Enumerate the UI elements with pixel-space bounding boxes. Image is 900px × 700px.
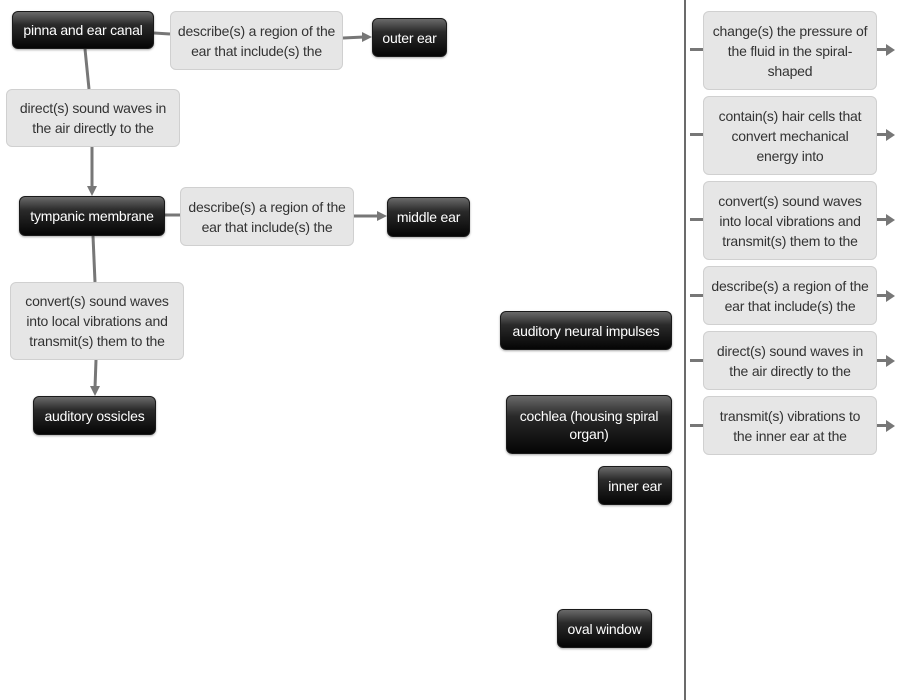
arrow-right-icon xyxy=(886,420,895,432)
link-bank-item-contain-hair-cells[interactable]: contain(s) hair cells that convert mecha… xyxy=(703,96,877,175)
link-stub-right xyxy=(877,218,887,221)
arrowhead xyxy=(87,186,97,196)
link-phrase-node[interactable]: describe(s) a region of the ear that inc… xyxy=(170,11,343,70)
term-bank-oval-window[interactable]: oval window xyxy=(557,609,652,648)
link-stub-right xyxy=(877,133,887,136)
link-stub-right xyxy=(877,359,887,362)
link-stub-left xyxy=(690,359,703,362)
link-bank-item-direct-sound-waves[interactable]: direct(s) sound waves in the air directl… xyxy=(703,331,877,390)
concept-node-middle-ear[interactable]: middle ear xyxy=(387,197,470,237)
panel-divider xyxy=(684,0,686,700)
connector-line xyxy=(153,31,171,36)
link-stub-right xyxy=(877,424,887,427)
link-phrase-node[interactable]: describe(s) a region of the ear that inc… xyxy=(180,187,354,246)
link-stub-left xyxy=(690,48,703,51)
link-stub-left xyxy=(690,424,703,427)
arrow-right-icon xyxy=(886,44,895,56)
link-bank-item-convert-sound-waves[interactable]: convert(s) sound waves into local vibrat… xyxy=(703,181,877,260)
connector-line xyxy=(83,48,91,90)
arrowhead xyxy=(362,32,372,42)
link-phrase-node[interactable]: direct(s) sound waves in the air directl… xyxy=(6,89,180,147)
link-stub-left xyxy=(690,133,703,136)
link-stub-left xyxy=(690,218,703,221)
link-bank-item-transmit-vibrations[interactable]: transmit(s) vibrations to the inner ear … xyxy=(703,396,877,455)
concept-node-auditory-ossicles[interactable]: auditory ossicles xyxy=(33,396,156,435)
term-bank-auditory-neural-impulses[interactable]: auditory neural impulses xyxy=(500,311,672,350)
term-bank-cochlea[interactable]: cochlea (housing spiral organ) xyxy=(506,395,672,454)
link-bank-item-describe-region[interactable]: describe(s) a region of the ear that inc… xyxy=(703,266,877,325)
concept-node-pinna-and-ear-canal[interactable]: pinna and ear canal xyxy=(12,11,154,49)
link-bank-item-change-pressure[interactable]: change(s) the pressure of the fluid in t… xyxy=(703,11,877,90)
arrow-right-icon xyxy=(886,214,895,226)
arrow-right-icon xyxy=(886,129,895,141)
arrow-right-icon xyxy=(886,290,895,302)
link-stub-left xyxy=(690,294,703,297)
connector-line xyxy=(93,359,98,389)
link-stub-right xyxy=(877,48,887,51)
link-stub-right xyxy=(877,294,887,297)
arrow-right-icon xyxy=(886,355,895,367)
arrowhead xyxy=(377,211,387,221)
connector-line xyxy=(342,35,365,40)
link-phrase-node[interactable]: convert(s) sound waves into local vibrat… xyxy=(10,282,184,360)
concept-node-outer-ear[interactable]: outer ear xyxy=(372,18,447,57)
concept-node-tympanic-membrane[interactable]: tympanic membrane xyxy=(19,196,165,236)
arrowhead xyxy=(90,386,100,396)
term-bank-inner-ear[interactable]: inner ear xyxy=(598,466,672,505)
connector-line xyxy=(91,235,97,283)
